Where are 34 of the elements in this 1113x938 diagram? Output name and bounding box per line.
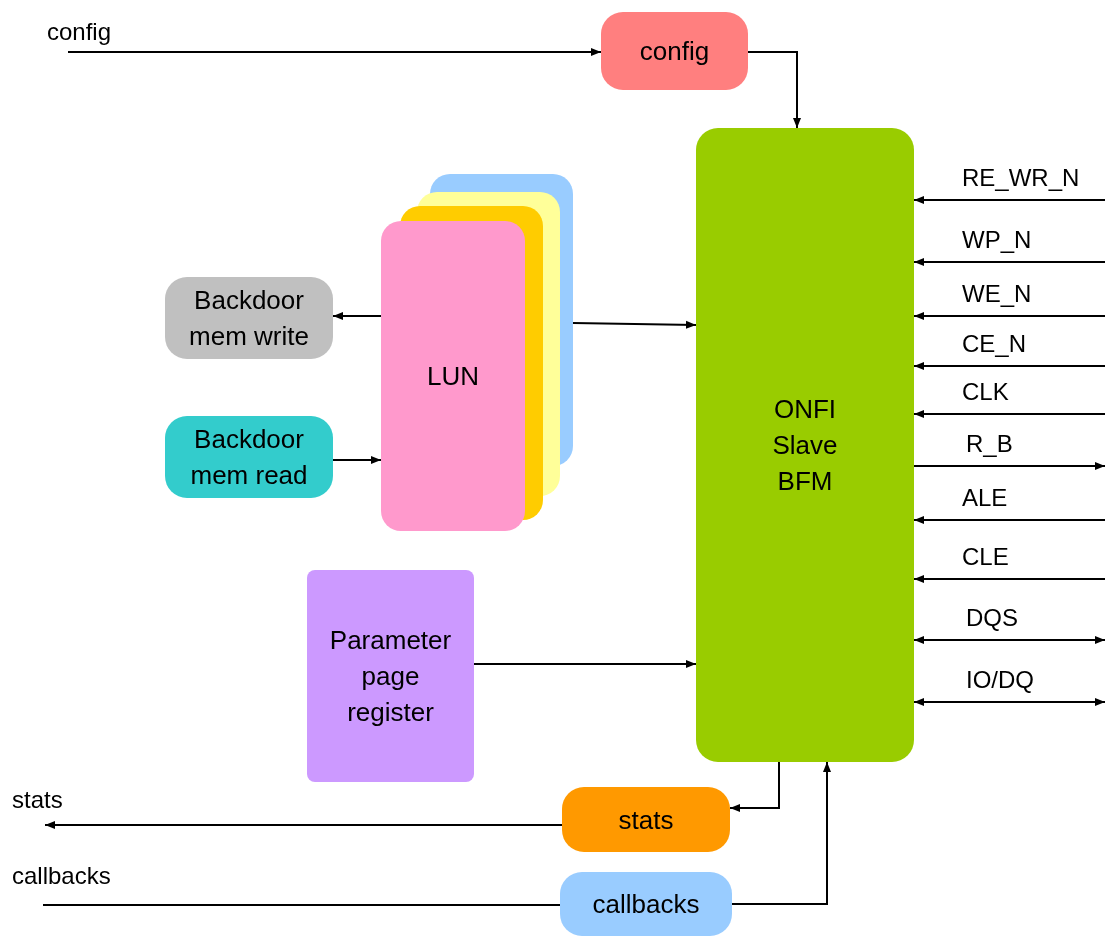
- arrow: [913, 575, 1106, 583]
- arrow: [913, 312, 1106, 320]
- process-box: [601, 12, 748, 90]
- arrow: [913, 698, 1106, 706]
- arrow: [913, 362, 1106, 370]
- arrow: [332, 312, 382, 320]
- arrow: [913, 516, 1106, 524]
- node-label: Parameter page register: [328, 624, 453, 729]
- arrow: [572, 320, 697, 329]
- arrow: [913, 196, 1106, 204]
- arrow: [913, 258, 1106, 266]
- node-label: Backdoor mem write: [188, 284, 310, 353]
- arrow: [731, 761, 831, 905]
- process-box: [560, 872, 732, 936]
- process-box: [165, 416, 333, 498]
- arrow: [913, 410, 1106, 418]
- process-box: [562, 787, 730, 852]
- arrow: [332, 456, 382, 464]
- node-label: LUN: [427, 360, 480, 393]
- arrow: [473, 660, 697, 668]
- node-label: config: [639, 35, 710, 68]
- arrow: [44, 821, 563, 829]
- process-box: [165, 277, 333, 359]
- process-box: [307, 570, 474, 782]
- node-label: callbacks: [592, 888, 700, 921]
- arrow: [747, 51, 801, 129]
- arrow: [67, 48, 602, 56]
- process-box: [696, 128, 914, 762]
- arrow: [913, 462, 1106, 470]
- node-label: stats: [618, 803, 674, 837]
- node-label: Backdoor mem read: [189, 423, 309, 492]
- arrow: [729, 761, 780, 812]
- node-label: ONFI Slave BFM: [771, 393, 839, 498]
- arrow: [913, 636, 1106, 644]
